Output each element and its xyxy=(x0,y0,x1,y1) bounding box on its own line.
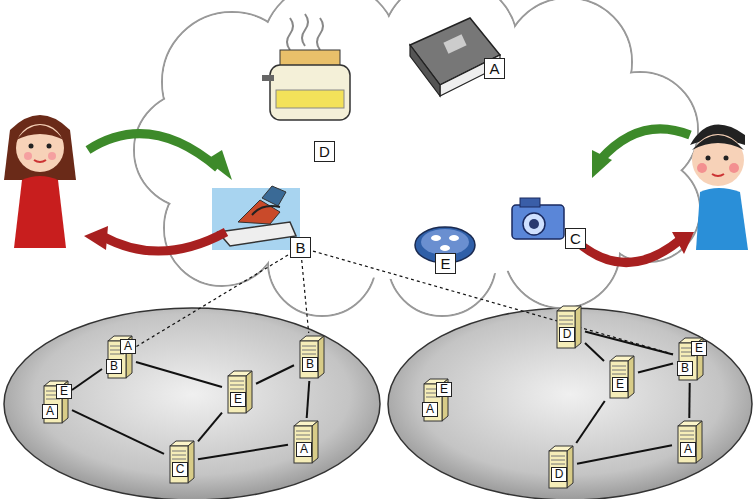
server-node: AE xyxy=(40,380,70,424)
item-letter: E xyxy=(437,255,453,272)
connector xyxy=(638,363,673,372)
connector xyxy=(313,251,673,354)
item-tag: A xyxy=(484,58,505,79)
item-letter: C xyxy=(567,230,584,247)
item-letter: B xyxy=(302,357,318,372)
server-node: AE xyxy=(420,378,450,422)
jet-ski xyxy=(212,186,300,250)
connector xyxy=(585,331,673,354)
server-node: A xyxy=(674,420,704,464)
connector xyxy=(307,381,310,418)
camera xyxy=(512,198,564,239)
item-tag: B xyxy=(290,237,311,258)
server-node: E xyxy=(606,355,636,399)
item-letter: B xyxy=(106,359,122,374)
toaster xyxy=(262,14,350,120)
item-tag: E xyxy=(435,253,456,274)
item-letter: E xyxy=(56,384,72,399)
server-node: BA xyxy=(104,335,134,379)
request-arrows xyxy=(84,129,694,263)
boy xyxy=(690,125,748,250)
connector xyxy=(72,410,164,454)
network-left xyxy=(4,308,380,499)
item-letter: E xyxy=(230,392,246,407)
item-tag: C xyxy=(565,228,586,249)
connector xyxy=(198,413,222,442)
server-node: B xyxy=(296,335,326,379)
item-letter: D xyxy=(551,467,567,482)
connector xyxy=(256,365,294,383)
girl xyxy=(4,115,76,248)
connector xyxy=(585,343,604,361)
item-letter: B xyxy=(677,361,693,376)
item-letter: A xyxy=(486,60,502,77)
item-letter: A xyxy=(42,404,58,419)
server-node: C xyxy=(166,440,196,484)
server-node: D xyxy=(545,445,575,489)
cloud xyxy=(134,0,700,316)
item-letter: A xyxy=(680,442,696,457)
connector xyxy=(302,260,309,333)
item-letter: E xyxy=(612,377,628,392)
connector xyxy=(136,255,288,347)
item-letter: D xyxy=(316,143,333,160)
server-node: E xyxy=(224,370,254,414)
item-letter: A xyxy=(120,339,136,354)
connector xyxy=(198,445,288,460)
server-node: D xyxy=(553,305,583,349)
connector xyxy=(577,445,672,463)
connector xyxy=(136,362,222,387)
connector xyxy=(576,401,604,443)
network-right xyxy=(388,308,752,499)
server-node: A xyxy=(290,420,320,464)
item-letter: A xyxy=(296,442,312,457)
item-letter: D xyxy=(559,327,575,342)
item-letter: A xyxy=(422,402,438,417)
connector xyxy=(72,369,102,390)
item-tag: D xyxy=(314,141,335,162)
item-letter: B xyxy=(292,239,308,256)
item-letter: E xyxy=(691,341,707,356)
connector xyxy=(689,383,690,418)
item-letter: C xyxy=(172,462,188,477)
book xyxy=(410,18,500,96)
server-node: BE xyxy=(675,337,705,381)
item-letter: E xyxy=(436,382,452,397)
